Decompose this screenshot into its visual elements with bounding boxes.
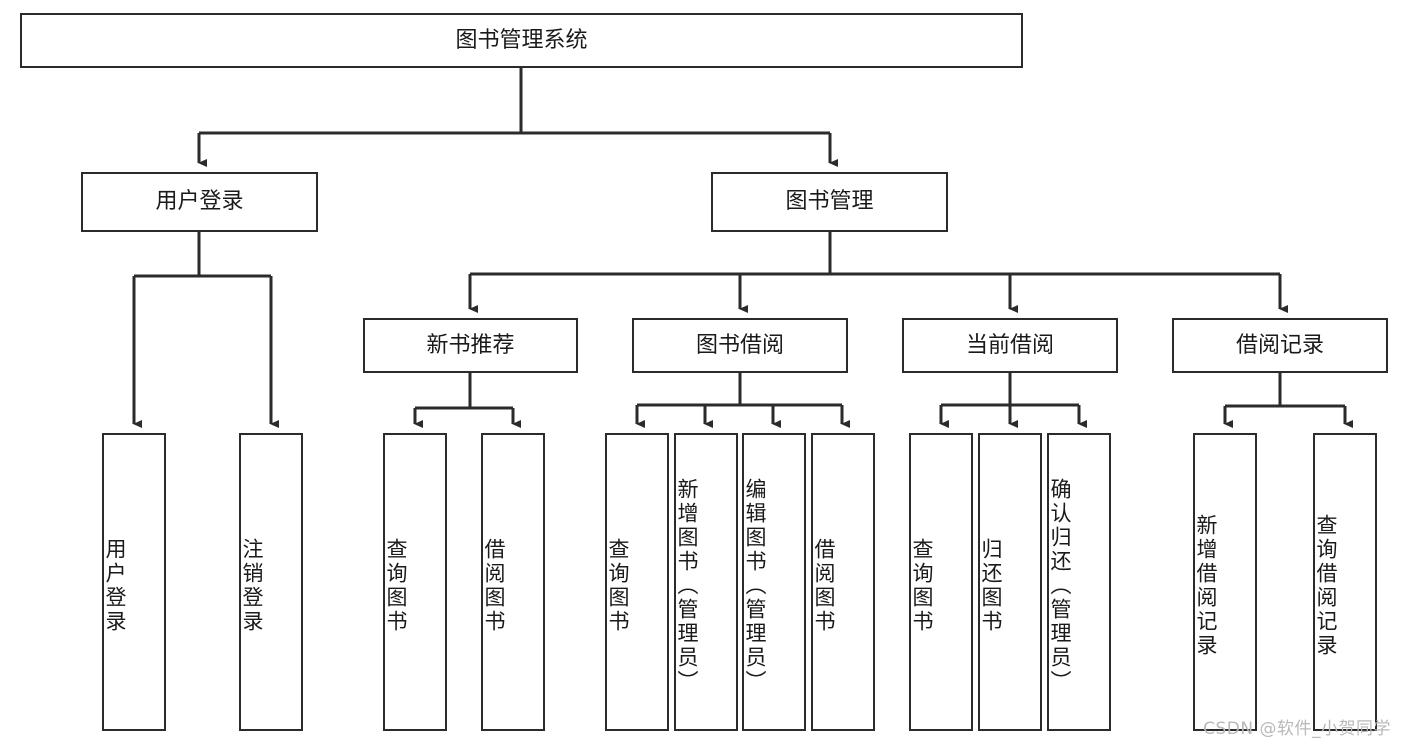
node-leaf-current-borrow-2[interactable]: 归还图书 xyxy=(978,433,1042,731)
node-book-borrow-label: 图书借阅 xyxy=(695,332,784,358)
node-book-manage[interactable]: 图书管理 xyxy=(711,172,948,232)
node-new-book-recommend-label: 新书推荐 xyxy=(426,332,515,358)
node-leaf-book-borrow-1-label: 查询图书 xyxy=(606,538,630,634)
node-leaf-current-borrow-1-label: 查询图书 xyxy=(910,538,934,634)
node-leaf-borrow-record-2[interactable]: 查询借阅记录 xyxy=(1313,433,1377,731)
node-book-manage-label: 图书管理 xyxy=(785,189,874,215)
node-current-borrow-label: 当前借阅 xyxy=(965,332,1054,358)
node-leaf-borrow-record-1-label: 新增借阅记录 xyxy=(1194,514,1218,658)
node-borrow-record-label: 借阅记录 xyxy=(1235,332,1324,358)
node-leaf-book-borrow-3[interactable]: 编辑图书（管理员） xyxy=(742,433,806,731)
node-leaf-user-login-2-label: 注销登录 xyxy=(240,538,264,634)
node-leaf-user-login-1-label: 用户登录 xyxy=(103,538,127,634)
node-borrow-record[interactable]: 借阅记录 xyxy=(1172,318,1388,373)
node-root-label: 图书管理系统 xyxy=(455,27,588,53)
node-leaf-book-borrow-4[interactable]: 借阅图书 xyxy=(811,433,875,731)
node-leaf-borrow-record-2-label: 查询借阅记录 xyxy=(1314,514,1338,658)
node-root[interactable]: 图书管理系统 xyxy=(20,13,1023,68)
node-leaf-user-login-2[interactable]: 注销登录 xyxy=(239,433,303,731)
node-leaf-borrow-record-1[interactable]: 新增借阅记录 xyxy=(1193,433,1257,731)
node-leaf-book-borrow-2-label: 新增图书（管理员） xyxy=(675,478,699,694)
node-book-borrow[interactable]: 图书借阅 xyxy=(632,318,848,373)
node-leaf-new-book-1[interactable]: 查询图书 xyxy=(383,433,447,731)
node-leaf-book-borrow-3-label: 编辑图书（管理员） xyxy=(743,478,767,694)
node-leaf-book-borrow-4-label: 借阅图书 xyxy=(812,538,836,634)
node-leaf-new-book-2[interactable]: 借阅图书 xyxy=(481,433,545,731)
node-leaf-book-borrow-1[interactable]: 查询图书 xyxy=(605,433,669,731)
node-leaf-current-borrow-3-label: 确认归还（管理员） xyxy=(1048,478,1072,694)
node-current-borrow[interactable]: 当前借阅 xyxy=(902,318,1118,373)
node-leaf-book-borrow-2[interactable]: 新增图书（管理员） xyxy=(674,433,738,731)
node-leaf-current-borrow-3[interactable]: 确认归还（管理员） xyxy=(1047,433,1111,731)
node-leaf-new-book-2-label: 借阅图书 xyxy=(482,538,506,634)
node-new-book-recommend[interactable]: 新书推荐 xyxy=(363,318,578,373)
node-leaf-current-borrow-2-label: 归还图书 xyxy=(979,538,1003,634)
node-user-login-label: 用户登录 xyxy=(155,189,244,215)
node-leaf-new-book-1-label: 查询图书 xyxy=(384,538,408,634)
node-leaf-user-login-1[interactable]: 用户登录 xyxy=(102,433,166,731)
node-leaf-current-borrow-1[interactable]: 查询图书 xyxy=(909,433,973,731)
node-user-login[interactable]: 用户登录 xyxy=(81,172,318,232)
